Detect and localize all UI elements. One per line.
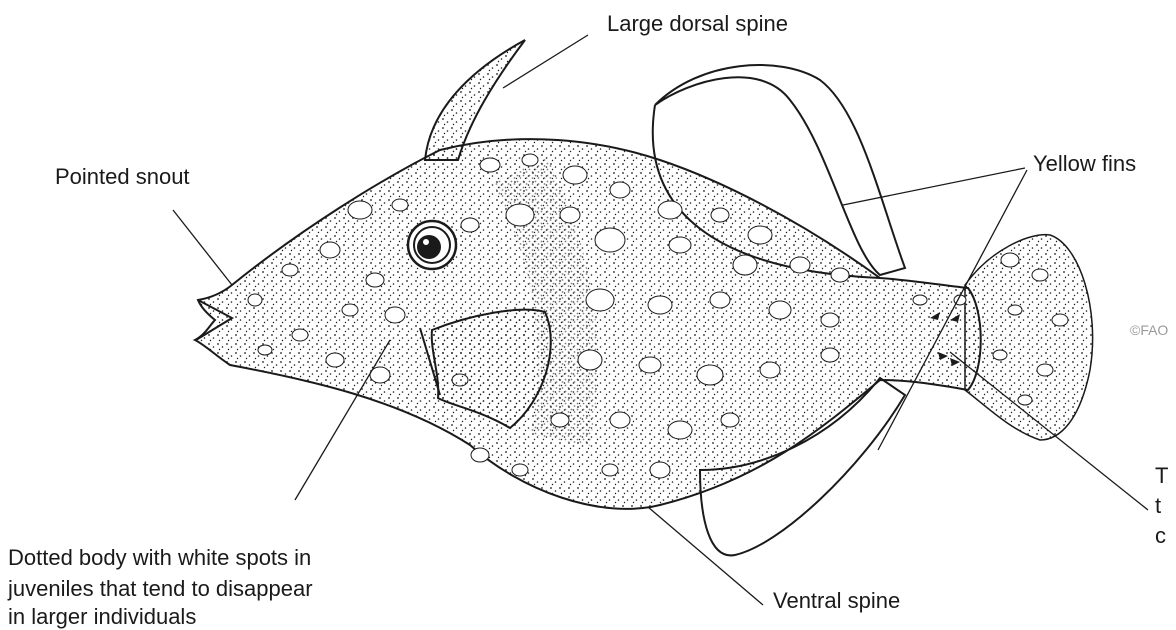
- white-spot: [733, 255, 757, 275]
- white-spot: [790, 257, 810, 273]
- eye-icon: [408, 221, 456, 269]
- label-tail-partial-3: c: [1155, 522, 1166, 550]
- white-spot: [1008, 305, 1022, 315]
- label-tail-partial-2: t: [1155, 492, 1161, 520]
- white-spot: [326, 353, 344, 367]
- white-spot: [710, 292, 730, 308]
- copyright-mark: ©FAO: [1130, 322, 1168, 338]
- label-ventral-spine: Ventral spine: [773, 587, 900, 615]
- white-spot: [506, 204, 534, 226]
- white-spot: [248, 294, 262, 306]
- white-spot: [471, 448, 489, 462]
- white-spot: [650, 462, 670, 478]
- white-spot: [292, 329, 308, 341]
- white-spot: [821, 313, 839, 327]
- label-dorsal-spine: Large dorsal spine: [607, 10, 788, 38]
- white-spot: [560, 207, 580, 223]
- label-body-line-2: juveniles that tend to disappear: [8, 575, 313, 603]
- white-spot: [595, 228, 625, 252]
- label-tail-partial-1: T: [1155, 462, 1168, 490]
- white-spot: [578, 350, 602, 370]
- white-spot: [461, 218, 479, 232]
- white-spot: [1018, 395, 1032, 405]
- white-spot: [1032, 269, 1048, 281]
- white-spot: [993, 350, 1007, 360]
- white-spot: [697, 365, 723, 385]
- white-spot: [821, 348, 839, 362]
- white-spot: [512, 464, 528, 476]
- white-spot: [282, 264, 298, 276]
- white-spot: [711, 208, 729, 222]
- white-spot: [602, 464, 618, 476]
- white-spot: [366, 273, 384, 287]
- white-spot: [563, 166, 587, 184]
- white-spot: [1001, 253, 1019, 267]
- white-spot: [522, 154, 538, 166]
- white-spot: [610, 412, 630, 428]
- white-spot: [258, 345, 272, 355]
- white-spot: [385, 307, 405, 323]
- label-snout: Pointed snout: [55, 163, 190, 191]
- white-spot: [669, 237, 691, 253]
- white-spot: [648, 296, 672, 314]
- white-spot: [610, 182, 630, 198]
- white-spot: [348, 201, 372, 219]
- white-spot: [1037, 364, 1053, 376]
- label-fins: Yellow fins: [1033, 150, 1136, 178]
- white-spot: [748, 226, 772, 244]
- white-spot: [913, 295, 927, 305]
- white-spot: [586, 289, 614, 311]
- caudal-fin: [965, 235, 1093, 440]
- white-spot: [480, 158, 500, 172]
- white-spot: [342, 304, 358, 316]
- label-body-line-1: Dotted body with white spots in: [8, 544, 311, 572]
- white-spot: [721, 413, 739, 427]
- white-spot: [320, 242, 340, 258]
- white-spot: [639, 357, 661, 373]
- white-spot: [658, 201, 682, 219]
- white-spot: [760, 362, 780, 378]
- white-spot: [392, 199, 408, 211]
- white-spot: [1052, 314, 1068, 326]
- white-spot: [769, 301, 791, 319]
- white-spot: [551, 413, 569, 427]
- white-spot: [831, 268, 849, 282]
- white-spot: [668, 421, 692, 439]
